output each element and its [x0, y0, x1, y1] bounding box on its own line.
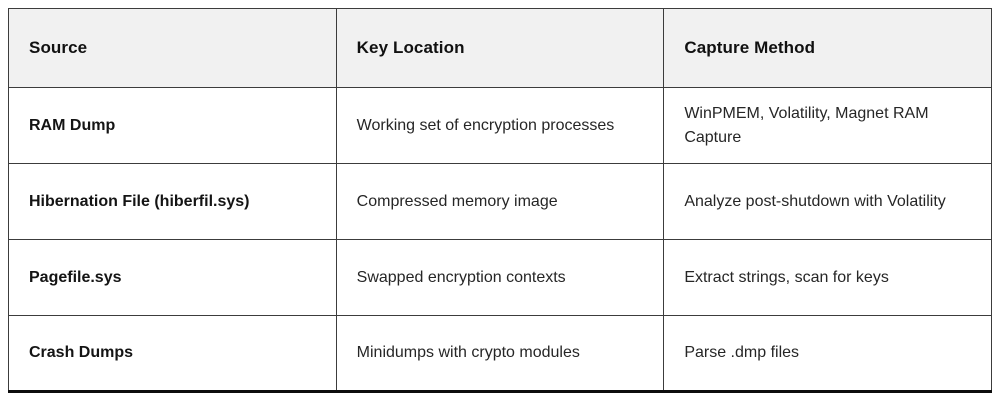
cell-source: Pagefile.sys [8, 239, 337, 316]
table-row: Crash Dumps Minidumps with crypto module… [8, 315, 992, 393]
cell-capture-method: Parse .dmp files [663, 315, 992, 393]
cell-key-location: Minidumps with crypto modules [335, 315, 665, 393]
cell-key-location: Compressed memory image [335, 163, 665, 240]
cell-capture-method: Analyze post-shutdown with Volatility [663, 163, 992, 240]
table-header: Source Key Location Capture Method [8, 8, 992, 88]
cell-capture-method: WinPMEM, Volatility, Magnet RAM Capture [663, 87, 992, 164]
header-row: Source Key Location Capture Method [8, 8, 992, 88]
column-header-source: Source [8, 8, 337, 88]
cell-source: Crash Dumps [8, 315, 337, 393]
table-row: RAM Dump Working set of encryption proce… [8, 87, 992, 164]
cell-key-location: Swapped encryption contexts [335, 239, 665, 316]
cell-key-location: Working set of encryption processes [335, 87, 665, 164]
cell-capture-method: Extract strings, scan for keys [663, 239, 992, 316]
cell-source: Hibernation File (hiberfil.sys) [8, 163, 337, 240]
table-row: Pagefile.sys Swapped encryption contexts… [8, 239, 992, 316]
memory-capture-table: Source Key Location Capture Method RAM D… [8, 8, 992, 393]
table-row: Hibernation File (hiberfil.sys) Compress… [8, 163, 992, 240]
cell-source: RAM Dump [8, 87, 337, 164]
column-header-key-location: Key Location [335, 8, 665, 88]
table-body: RAM Dump Working set of encryption proce… [8, 87, 992, 393]
column-header-capture-method: Capture Method [663, 8, 992, 88]
